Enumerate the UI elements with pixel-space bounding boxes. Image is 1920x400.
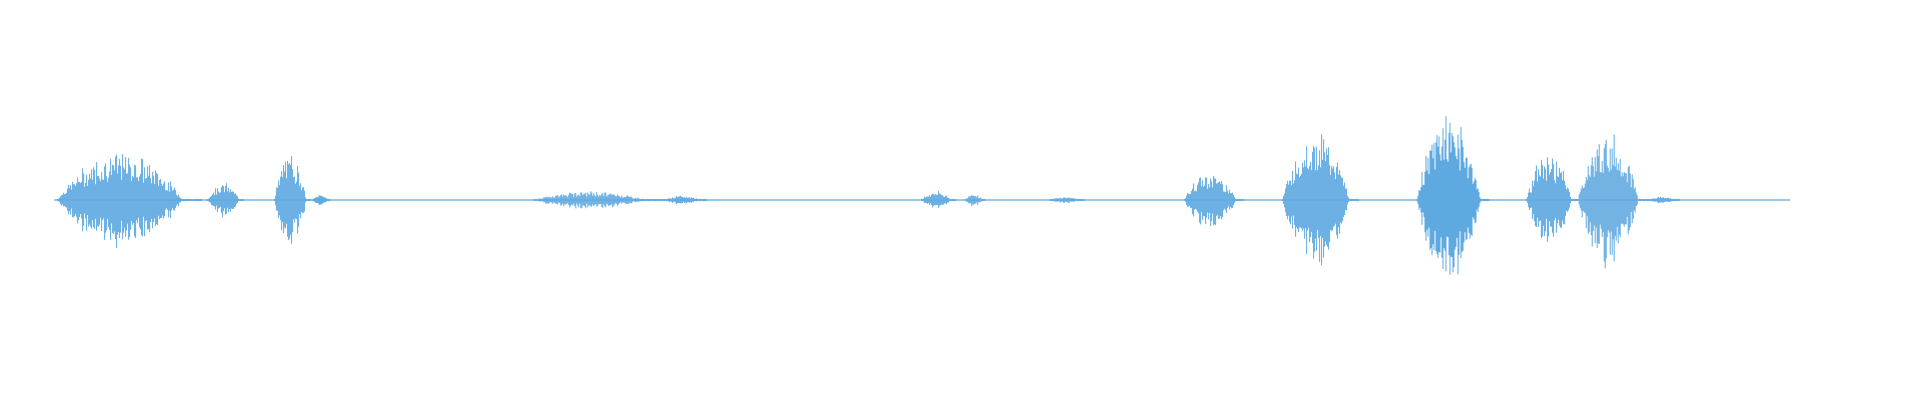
waveform-segment <box>661 195 707 205</box>
waveform-segment <box>206 183 244 218</box>
waveform-segment <box>1184 176 1245 226</box>
waveform-segment <box>1049 197 1085 204</box>
waveform-segment <box>1577 134 1648 269</box>
waveform-segment <box>1525 157 1578 242</box>
waveform-segment <box>274 156 312 244</box>
waveform-segment <box>57 154 203 248</box>
waveform-segment <box>921 191 957 208</box>
waveform-segment <box>1646 196 1680 203</box>
waveform-segment <box>1282 134 1360 266</box>
waveform-segment <box>533 191 663 209</box>
waveform-segment <box>1416 116 1490 275</box>
waveform-segment <box>965 194 986 207</box>
waveform-segment <box>312 195 331 206</box>
